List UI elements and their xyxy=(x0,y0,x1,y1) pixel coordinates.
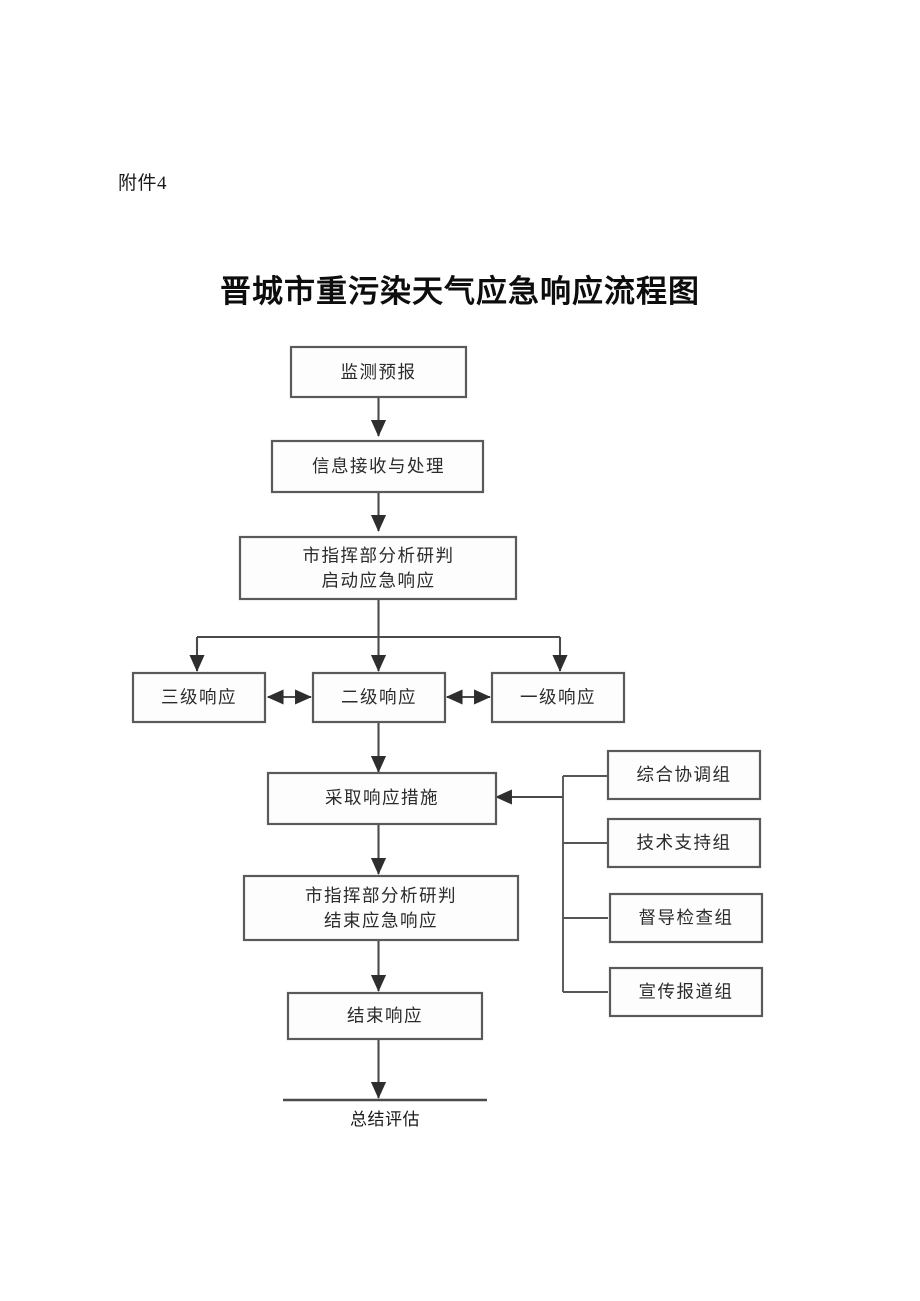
node-publicity-reporting-group-label: 宣传报道组 xyxy=(639,982,734,1002)
node-summary-evaluation-label: 总结评估 xyxy=(350,1110,420,1129)
node-coordination-group-label: 综合协调组 xyxy=(637,765,732,785)
node-monitor-forecast[interactable]: 监测预报 xyxy=(289,345,468,399)
node-monitor-forecast-label: 监测预报 xyxy=(341,362,417,382)
node-level1-response-label: 一级响应 xyxy=(520,687,596,707)
node-end-emergency-response-label-line1: 市指挥部分析研判 xyxy=(305,886,457,906)
node-end-emergency-response[interactable]: 市指挥部分析研判 结束应急响应 xyxy=(242,874,520,942)
node-level1-response-box[interactable] xyxy=(490,671,626,724)
node-end-emergency-response-box[interactable] xyxy=(242,874,520,942)
node-level3-response-label: 三级响应 xyxy=(161,687,237,707)
node-end-response[interactable]: 结束响应 xyxy=(286,991,484,1041)
node-publicity-reporting-group-box[interactable] xyxy=(608,966,764,1018)
node-level3-response-box[interactable] xyxy=(131,671,267,724)
node-start-emergency-response[interactable]: 市指挥部分析研判 启动应急响应 xyxy=(238,535,518,601)
node-technical-support-group[interactable]: 技术支持组 xyxy=(606,817,762,869)
node-take-response-measures-label: 采取响应措施 xyxy=(325,788,439,808)
node-level3-response[interactable]: 三级响应 xyxy=(131,671,267,724)
node-take-response-measures-box[interactable] xyxy=(266,771,498,826)
node-end-response-label: 结束响应 xyxy=(347,1006,423,1026)
node-start-emergency-response-box[interactable] xyxy=(238,535,518,601)
node-coordination-group-box[interactable] xyxy=(606,749,762,801)
node-coordination-group[interactable]: 综合协调组 xyxy=(606,749,762,801)
node-level2-response-label: 二级响应 xyxy=(341,687,417,707)
attachment-label: 附件4 xyxy=(118,173,168,194)
node-level2-response-box[interactable] xyxy=(311,671,447,724)
node-publicity-reporting-group[interactable]: 宣传报道组 xyxy=(608,966,764,1018)
node-technical-support-group-box[interactable] xyxy=(606,817,762,869)
node-monitor-forecast-box[interactable] xyxy=(289,345,468,399)
node-info-handling-label: 信息接收与处理 xyxy=(312,456,445,476)
node-info-handling-box[interactable] xyxy=(270,439,485,494)
node-supervision-inspection-group[interactable]: 督导检查组 xyxy=(608,892,764,944)
node-level1-response[interactable]: 一级响应 xyxy=(490,671,626,724)
node-summary-evaluation[interactable]: 总结评估 xyxy=(283,1098,487,1129)
node-start-emergency-response-label-line2: 启动应急响应 xyxy=(322,571,436,591)
node-take-response-measures[interactable]: 采取响应措施 xyxy=(266,771,498,826)
node-info-handling[interactable]: 信息接收与处理 xyxy=(270,439,485,494)
node-supervision-inspection-group-box[interactable] xyxy=(608,892,764,944)
node-end-response-box[interactable] xyxy=(286,991,484,1041)
node-supervision-inspection-group-label: 督导检查组 xyxy=(639,908,734,928)
node-level2-response[interactable]: 二级响应 xyxy=(311,671,447,724)
page-title: 晋城市重污染天气应急响应流程图 xyxy=(220,274,700,309)
node-technical-support-group-label: 技术支持组 xyxy=(637,833,732,853)
node-start-emergency-response-label-line1: 市指挥部分析研判 xyxy=(303,546,455,566)
node-end-emergency-response-label-line2: 结束应急响应 xyxy=(324,911,438,931)
